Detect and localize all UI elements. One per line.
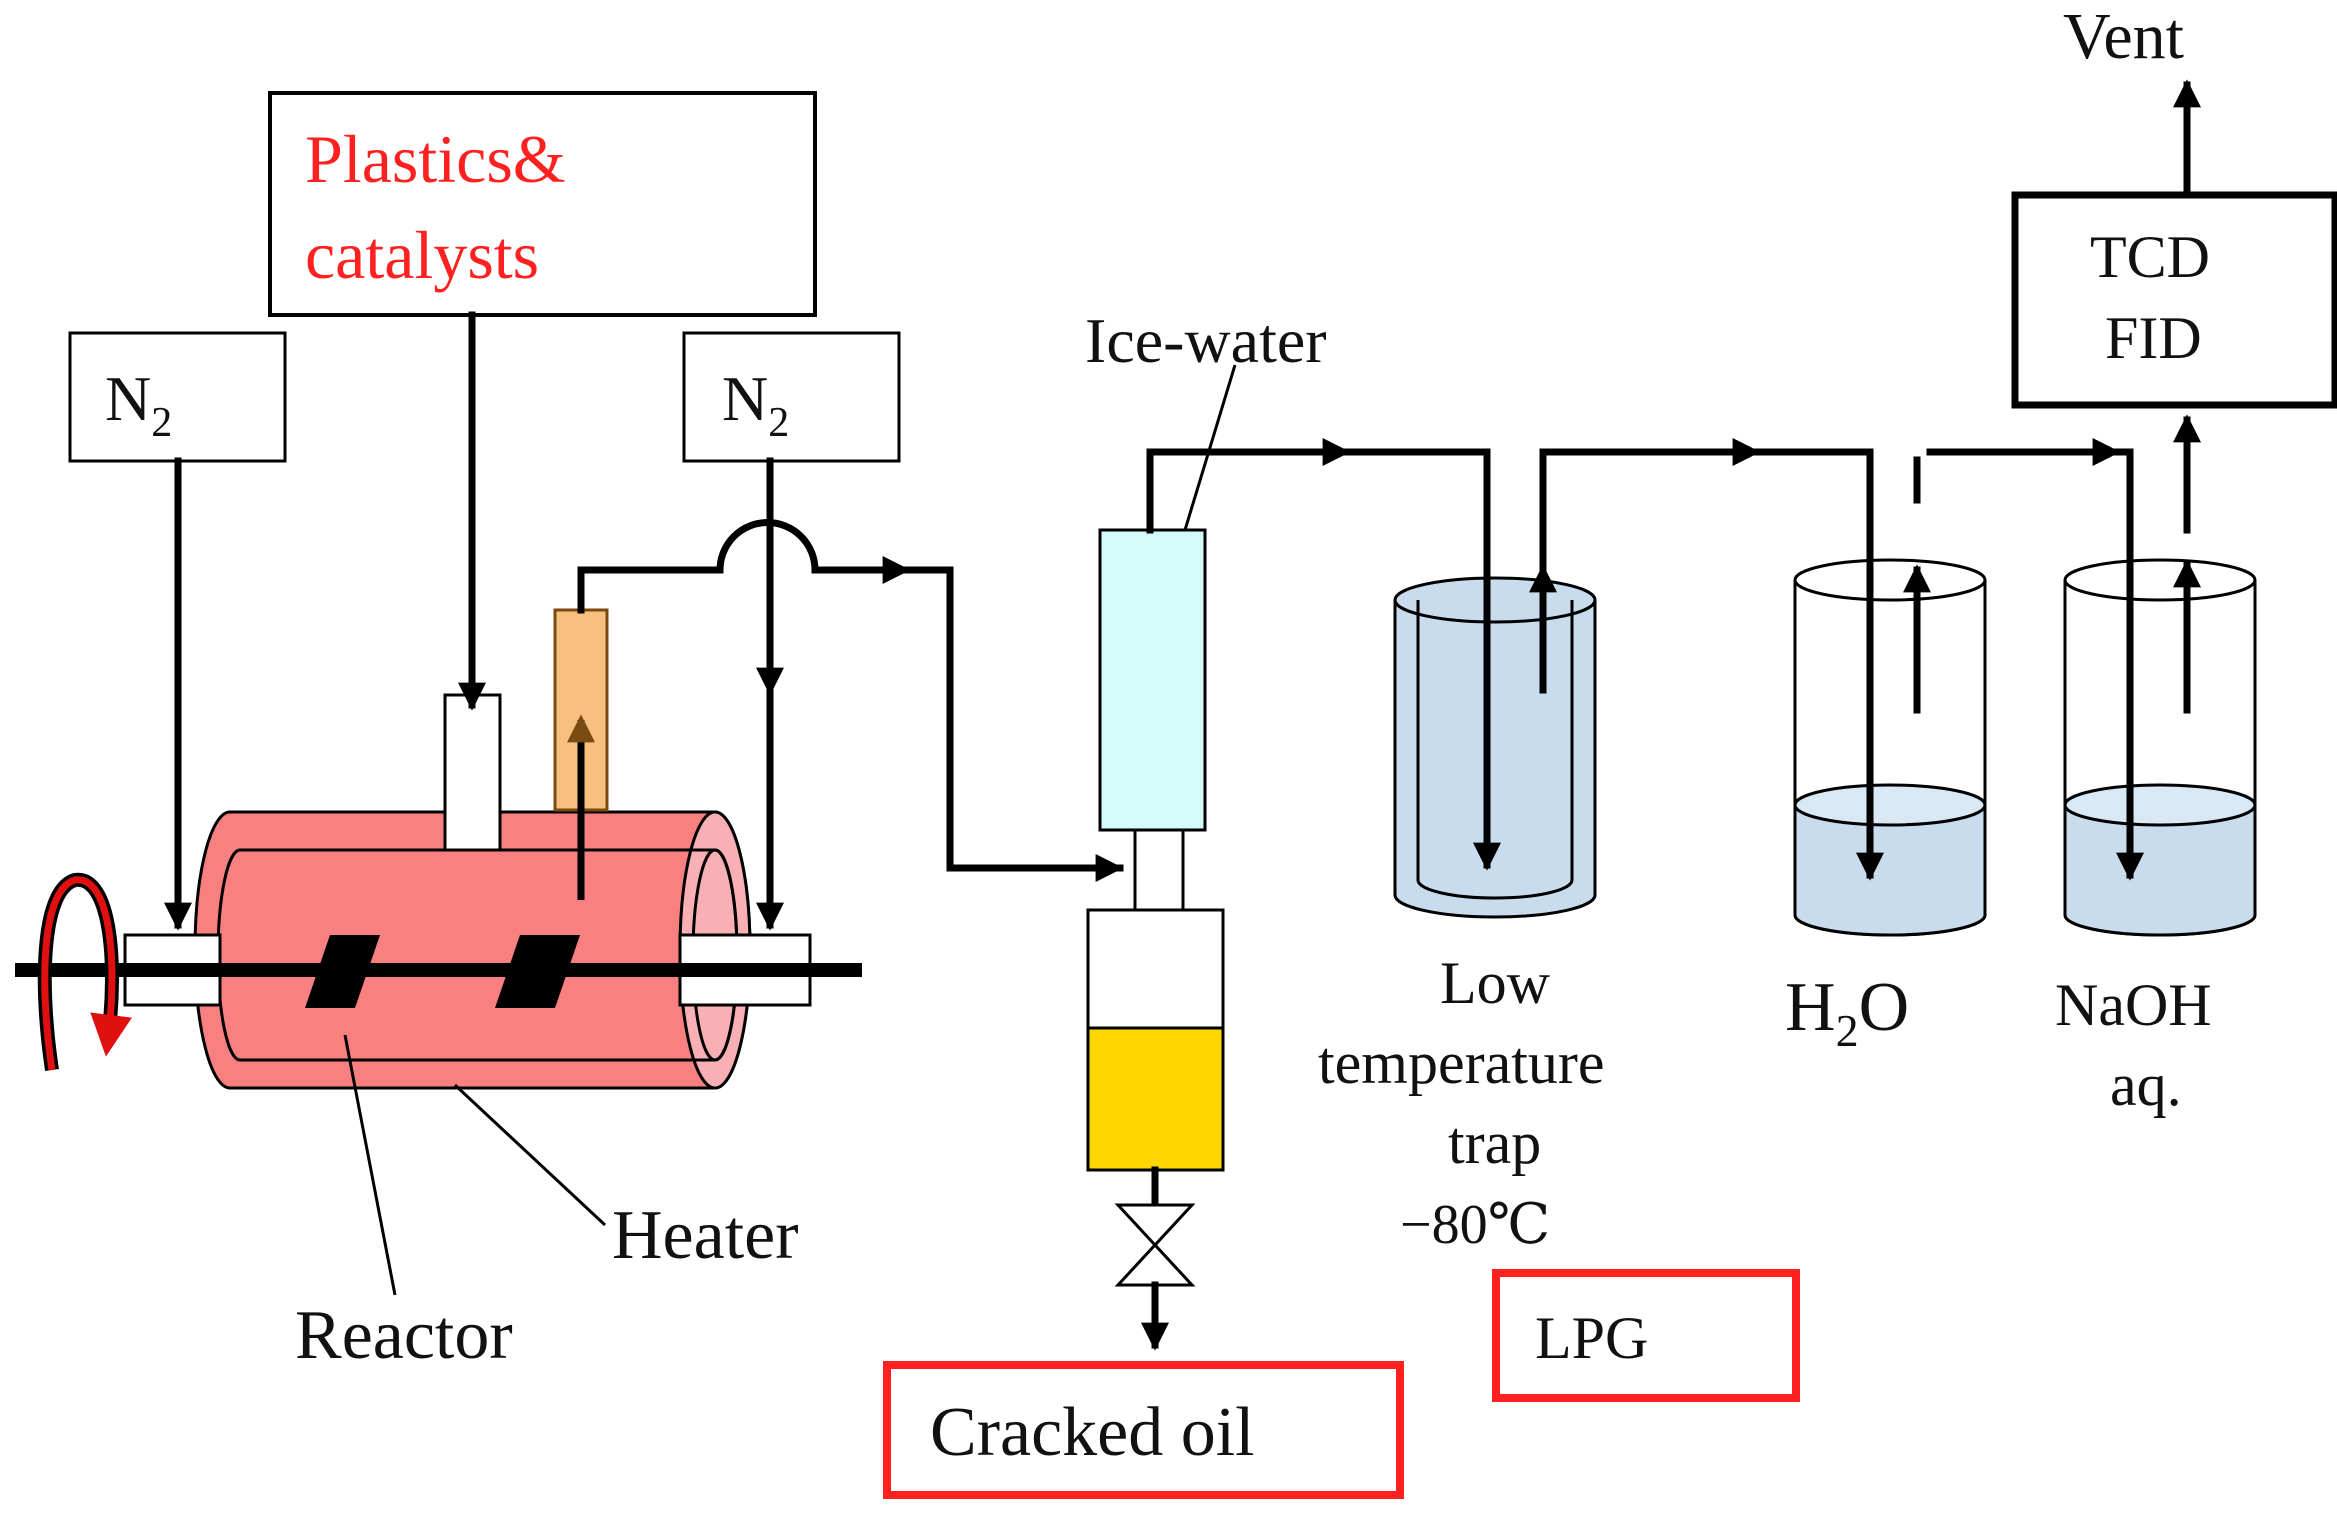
tcd-fid-detector-box: TCD FID [2011, 191, 2337, 409]
valve-icon [1114, 1203, 1196, 1287]
condenser [1098, 528, 1207, 832]
naoh-scrubber [2063, 558, 2257, 937]
heater-body [193, 810, 752, 1090]
reactor-label: Reactor [295, 1297, 513, 1374]
stirring-paddle-1 [305, 935, 380, 1008]
naoh-label-line1: NaOH [2055, 972, 2212, 1038]
trap-label-line1: Low [1440, 950, 1551, 1016]
naoh-label-line2: aq. [2110, 1052, 2182, 1118]
trap-label-line2: temperature [1318, 1030, 1605, 1096]
cracked-oil-box: Cracked oil [883, 1361, 1404, 1499]
detector-label-line1: TCD [2090, 224, 2210, 290]
vent-label: Vent [2063, 0, 2184, 73]
vapor-line [577, 519, 1124, 872]
rotating-shaft [15, 933, 862, 1008]
ice-water-label: Ice-water [1085, 305, 1327, 376]
stirring-paddle-2 [495, 935, 580, 1008]
nitrogen-inlet-left-box: N2 [68, 331, 287, 463]
lpg-label: LPG [1535, 1305, 1648, 1371]
nitrogen-inlet-right-box: N2 [682, 331, 901, 463]
oil-receiver [1086, 908, 1225, 1172]
feed-inlet-nozzle [443, 693, 502, 852]
feed-hopper-box: Plastics& catalysts [268, 91, 817, 317]
feed-label-line1: Plastics& [305, 121, 566, 197]
heater-leader [453, 1083, 607, 1227]
low-temperature-trap [1393, 576, 1597, 919]
reactor-leader [343, 1034, 397, 1296]
lpg-box: LPG [1492, 1269, 1800, 1402]
cracked-oil-liquid [1086, 1026, 1225, 1172]
n2-right-label: N2 [722, 363, 789, 446]
heater-label: Heater [612, 1197, 799, 1274]
feed-label-line2: catalysts [305, 217, 539, 293]
trap-label-line3: trap [1448, 1110, 1541, 1176]
rotation-arrow-icon [37, 872, 132, 1072]
n2-left-label: N2 [105, 363, 172, 446]
h2o-label: H2O [1785, 969, 1909, 1056]
heater [193, 810, 752, 1090]
water-scrubber [1793, 558, 1987, 937]
trap-label-line4: −80℃ [1400, 1194, 1550, 1256]
ice-water-leader [1183, 364, 1237, 531]
detector-label-line2: FID [2105, 305, 2202, 371]
cracked-oil-label: Cracked oil [930, 1394, 1255, 1471]
